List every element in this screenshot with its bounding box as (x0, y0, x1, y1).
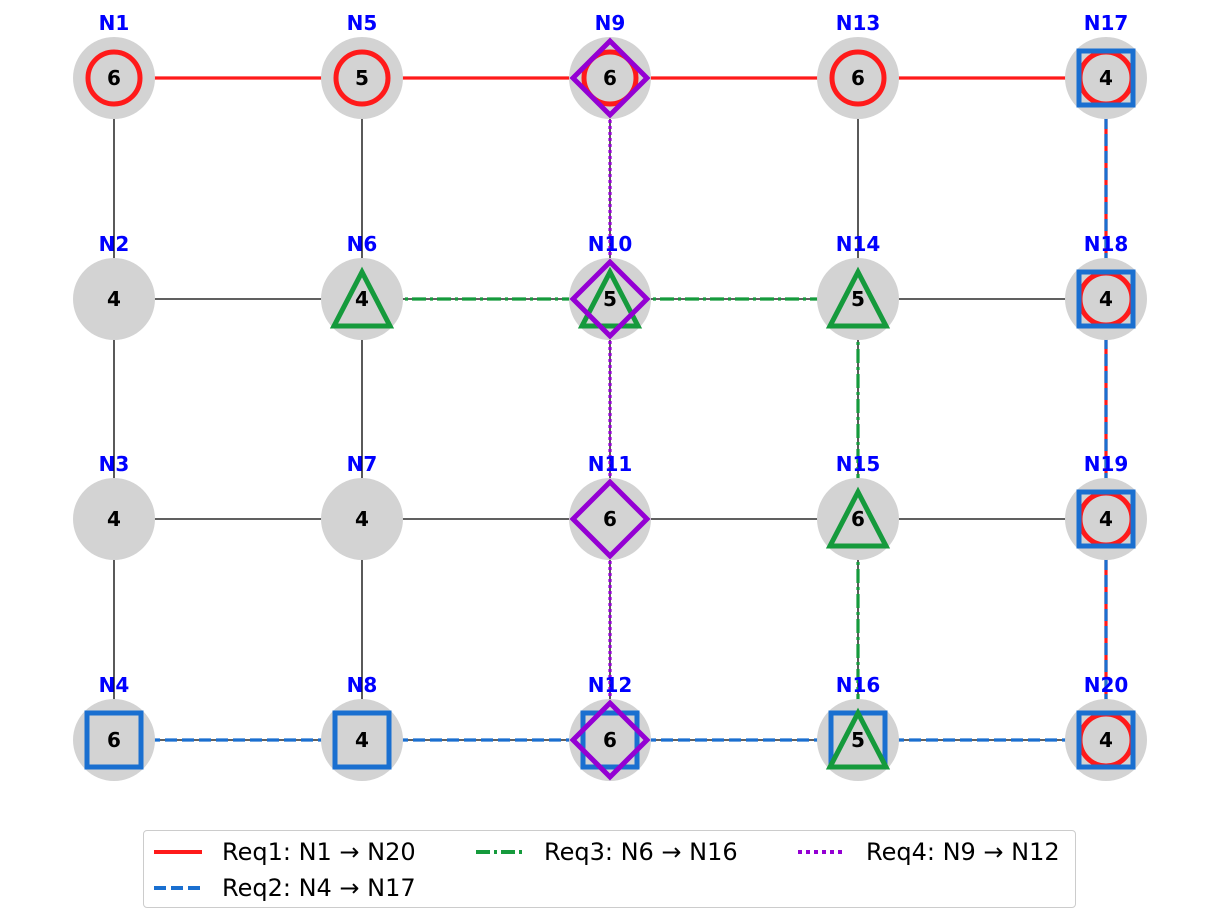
node-label-n18: N18 (1084, 232, 1129, 256)
node-label-n14: N14 (836, 232, 881, 256)
node-label-n7: N7 (347, 452, 378, 476)
node-n3 (73, 478, 155, 560)
req3-triangle-marker-n6 (329, 266, 395, 329)
node-capacity-n20: 4 (1099, 728, 1113, 752)
req3-triangle-marker-n10 (577, 266, 643, 329)
node-capacity-n3: 4 (107, 507, 121, 531)
node-capacity-n13: 6 (851, 66, 865, 90)
node-n9 (569, 37, 651, 119)
node-label-n20: N20 (1084, 673, 1129, 697)
node-capacity-n2: 4 (107, 287, 121, 311)
node-n17 (1065, 37, 1147, 119)
node-capacity-n8: 4 (355, 728, 369, 752)
node-n14 (817, 258, 899, 340)
node-capacity-n11: 6 (603, 507, 617, 531)
node-label-n4: N4 (99, 673, 130, 697)
node-n19 (1065, 478, 1147, 560)
node-capacity-n7: 4 (355, 507, 369, 531)
req3-triangle-marker-n14 (825, 266, 891, 329)
req2-square-marker-n8 (332, 710, 392, 770)
node-label-n8: N8 (347, 673, 378, 697)
node-capacity-n15: 6 (851, 507, 865, 531)
node-capacity-n5: 5 (355, 66, 369, 90)
req1-circle-marker-n1 (85, 49, 143, 107)
node-label-n9: N9 (595, 11, 626, 35)
node-label-n1: N1 (99, 11, 130, 35)
legend-swatch-req3 (476, 850, 524, 854)
node-label-n17: N17 (1084, 11, 1129, 35)
req2-square-marker-n17 (1076, 48, 1136, 108)
node-label-n2: N2 (99, 232, 130, 256)
legend-item-req4: Req4: N9 → N12 (796, 837, 1060, 867)
req2-square-marker-n20 (1076, 710, 1136, 770)
request-markers (84, 37, 1136, 781)
node-label-n5: N5 (347, 11, 378, 35)
legend-item-req1: Req1: N1 → N20 (152, 837, 416, 867)
node-label-n6: N6 (347, 232, 378, 256)
node-label-n12: N12 (588, 673, 633, 697)
node-n13 (817, 37, 899, 119)
node-label-n11: N11 (588, 452, 633, 476)
node-capacity-n17: 4 (1099, 66, 1113, 90)
node-capacity-n9: 6 (603, 66, 617, 90)
legend-item-req3: Req3: N6 → N16 (474, 837, 738, 867)
legend-item-req2: Req2: N4 → N17 (152, 873, 416, 903)
legend-text-req4: Req4: N9 → N12 (866, 838, 1060, 866)
nodes (73, 37, 1147, 781)
node-n11 (569, 478, 651, 560)
req4-diamond-marker-n12 (569, 699, 651, 781)
node-label-n19: N19 (1084, 452, 1129, 476)
node-capacity-n18: 4 (1099, 287, 1113, 311)
legend-swatch-req1 (154, 850, 202, 854)
node-n20 (1065, 699, 1147, 781)
node-capacity-n19: 4 (1099, 507, 1113, 531)
legend-text-req2: Req2: N4 → N17 (222, 874, 416, 902)
node-n18 (1065, 258, 1147, 340)
node-n2 (73, 258, 155, 340)
node-capacity-n14: 5 (851, 287, 865, 311)
node-capacity-n10: 5 (603, 287, 617, 311)
req1-circle-marker-n13 (829, 49, 887, 107)
node-label-n13: N13 (836, 11, 881, 35)
node-text: 6N14N24N36N45N54N64N74N86N95N106N116N126… (99, 11, 1129, 752)
req2-square-marker-n4 (84, 710, 144, 770)
req2-square-marker-n18 (1076, 269, 1136, 329)
node-n5 (321, 37, 403, 119)
req4-diamond-marker-n10 (569, 258, 651, 340)
req1-circle-marker-n9 (581, 49, 639, 107)
node-n15 (817, 478, 899, 560)
node-label-n15: N15 (836, 452, 881, 476)
req4-diamond-marker-n11 (569, 478, 651, 560)
req4-diamond-marker-n9 (569, 37, 651, 119)
req3-triangle-marker-n15 (825, 486, 891, 549)
node-label-n16: N16 (836, 673, 881, 697)
legend-text-req3: Req3: N6 → N16 (544, 838, 738, 866)
node-capacity-n4: 6 (107, 728, 121, 752)
legend-swatch-req2 (154, 886, 202, 890)
node-capacity-n16: 5 (851, 728, 865, 752)
req2-square-marker-n12 (580, 710, 640, 770)
node-n6 (321, 258, 403, 340)
node-n16 (817, 699, 899, 781)
node-capacity-n6: 4 (355, 287, 369, 311)
legend: Req1: N1 → N20 Req2: N4 → N17 Req3: N6 →… (143, 830, 1076, 908)
req1-circle-marker-n5 (333, 49, 391, 107)
node-n1 (73, 37, 155, 119)
node-label-n3: N3 (99, 452, 130, 476)
legend-swatch-req4 (798, 850, 846, 854)
node-n10 (569, 258, 651, 340)
legend-text-req1: Req1: N1 → N20 (222, 838, 416, 866)
node-n4 (73, 699, 155, 781)
req3-triangle-marker-n16 (825, 707, 891, 770)
node-capacity-n12: 6 (603, 728, 617, 752)
node-n12 (569, 699, 651, 781)
node-n8 (321, 699, 403, 781)
node-label-n10: N10 (588, 232, 633, 256)
req2-square-marker-n19 (1076, 489, 1136, 549)
node-n7 (321, 478, 403, 560)
node-capacity-n1: 6 (107, 66, 121, 90)
